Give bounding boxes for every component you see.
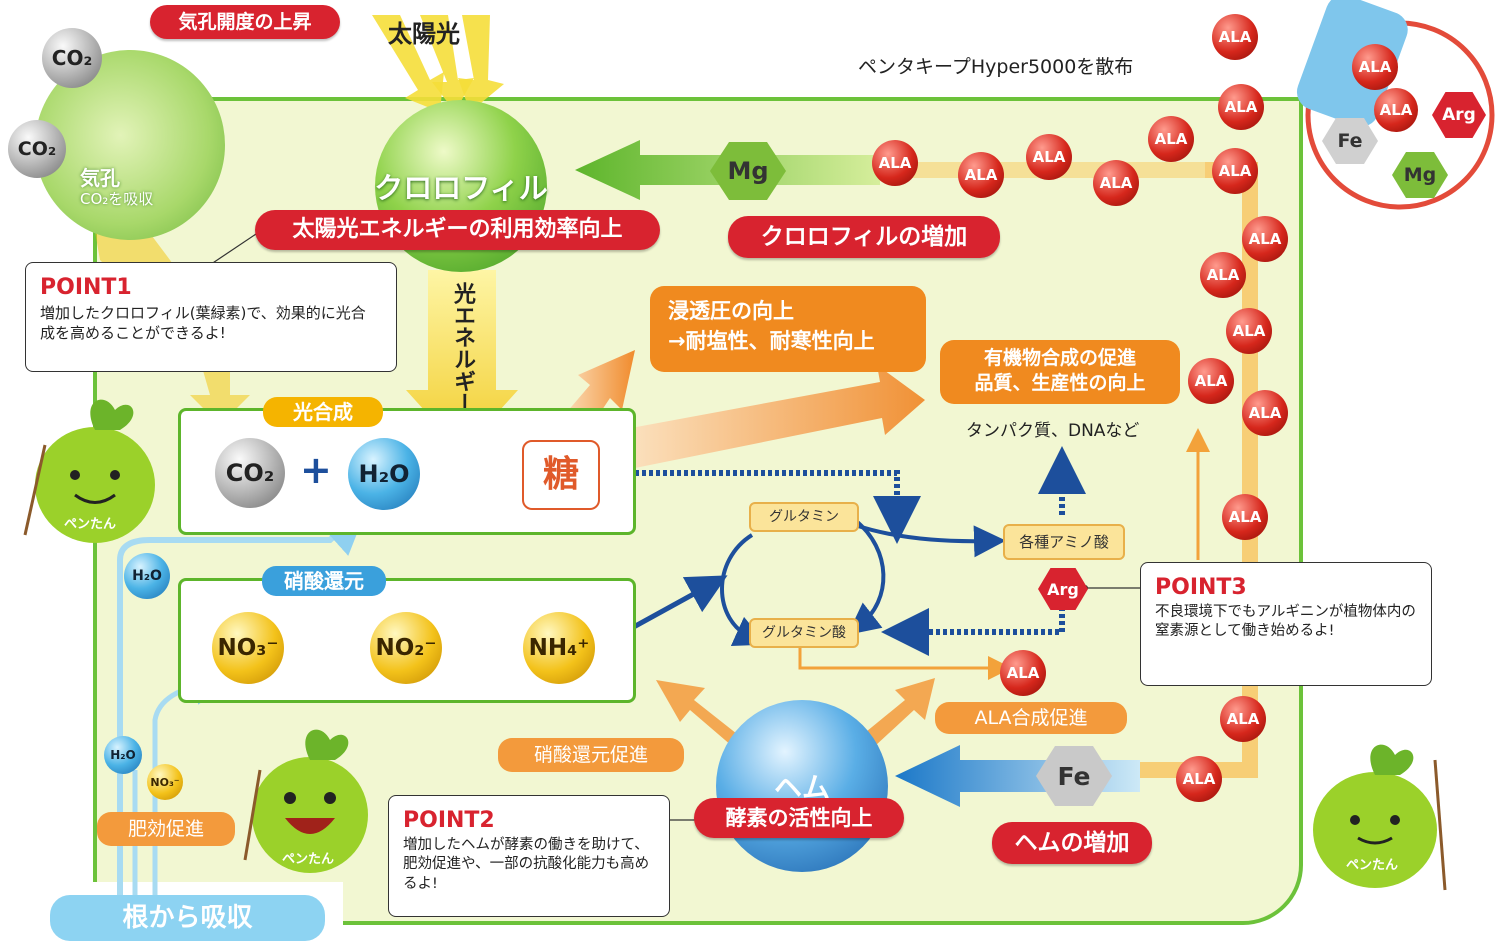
h2o-root-a: H₂O xyxy=(124,553,170,599)
ala-sphere: ALA xyxy=(1222,494,1268,540)
organic-box: 有機物合成の促進 品質、生産性の向上 xyxy=(940,340,1180,404)
ala-sphere: ALA xyxy=(1242,390,1288,436)
mascot-middle-name: ペンたん xyxy=(282,852,335,867)
h2o-root-b: H₂O xyxy=(104,736,142,774)
product-ala: ALA xyxy=(1352,44,1398,90)
co2-reactant: CO₂ xyxy=(215,438,285,508)
no2-sphere: NO₂⁻ xyxy=(370,612,442,684)
arg-hex: Arg xyxy=(1038,568,1088,610)
sunlight-label: 太陽光 xyxy=(388,20,460,48)
spray-label: ペンタキープHyper5000を散布 xyxy=(858,56,1134,78)
heme-sphere: ヘム xyxy=(716,700,888,872)
mg-hex: Mg xyxy=(710,142,786,200)
stomata-opening-tag: 気孔開度の上昇 xyxy=(150,5,340,39)
osmotic-line1: 浸透圧の向上 xyxy=(668,299,794,323)
ala-synthesis-tag: ALA合成促進 xyxy=(935,702,1127,734)
ala-sphere: ALA xyxy=(1212,148,1258,194)
solar-efficiency-tag: 太陽光エネルギーの利用効率向上 xyxy=(255,210,660,250)
ala-sphere: ALA xyxy=(1148,116,1194,162)
mascot-left: ペンたん xyxy=(20,385,170,555)
mascot-left-name: ペンたん xyxy=(64,517,117,532)
ala-sphere: ALA xyxy=(1026,134,1072,180)
ala-sphere: ALA xyxy=(1220,696,1266,742)
root-absorb-tag: 根から吸収 xyxy=(50,895,325,941)
point3-callout: POINT3 不良環境下でもアルギニンが植物体内の窒素源として働き始めるよ! xyxy=(1140,562,1432,686)
osmotic-box: 浸透圧の向上 →耐塩性、耐寒性向上 xyxy=(650,286,926,372)
organic-line2: 品質、生産性の向上 xyxy=(974,371,1146,394)
plus-sign: + xyxy=(300,448,332,492)
ala-sphere: ALA xyxy=(1000,650,1046,696)
ala-sphere: ALA xyxy=(958,152,1004,198)
osmotic-line2: →耐塩性、耐寒性向上 xyxy=(668,329,875,354)
glutamic-acid-box: グルタミン酸 xyxy=(749,618,859,648)
ala-sphere: ALA xyxy=(872,140,918,186)
point3-title: POINT3 xyxy=(1155,575,1247,600)
ala-sphere: ALA xyxy=(1200,252,1246,298)
point3-text: 不良環境下でもアルギニンが植物体内の窒素源として働き始めるよ! xyxy=(1155,603,1416,640)
mascot-middle-icon xyxy=(243,729,368,873)
organic-sub: タンパク質、DNAなど xyxy=(966,421,1140,441)
fertilizer-tag: 肥効促進 xyxy=(97,812,235,846)
ala-sphere: ALA xyxy=(1226,308,1272,354)
product-fe-hex: Fe xyxy=(1322,118,1378,164)
ala-sphere: ALA xyxy=(1188,358,1234,404)
product-mg-hex: Mg xyxy=(1392,152,1448,198)
stomata-sub: CO₂を吸収 xyxy=(80,190,154,208)
mascot-right-name: ペンたん xyxy=(1346,858,1399,873)
no3-root: NO₃⁻ xyxy=(147,764,183,800)
mascot-right: ペンたん xyxy=(1300,720,1450,895)
ala-sphere: ALA xyxy=(1176,756,1222,802)
point2-text: 増加したヘムが酵素の働きを助けて、肥効促進や、一部の抗酸化能力も高めるよ! xyxy=(403,836,650,892)
enzyme-activity-tag: 酵素の活性向上 xyxy=(694,798,904,838)
heme-increase-tag: ヘムの増加 xyxy=(992,822,1152,864)
ala-sphere: ALA xyxy=(1218,84,1264,130)
h2o-reactant: H₂O xyxy=(348,438,420,510)
no3-sphere: NO₃⁻ xyxy=(212,612,284,684)
glutamine-box: グルタミン xyxy=(749,502,859,532)
nitrate-title: 硝酸還元 xyxy=(262,566,386,596)
nitrate-promotion-tag: 硝酸還元促進 xyxy=(498,738,684,772)
point2-callout: POINT2 増加したヘムが酵素の働きを助けて、肥効促進や、一部の抗酸化能力も高… xyxy=(388,795,670,917)
photosynthesis-title: 光合成 xyxy=(263,397,383,427)
co2-sphere-left: CO₂ xyxy=(8,120,66,178)
light-energy-label: 光エネルギー xyxy=(450,282,475,414)
point1-title: POINT1 xyxy=(40,275,132,300)
chlorophyll-increase-tag: クロロフィルの増加 xyxy=(728,216,1000,258)
ala-sphere: ALA xyxy=(1242,216,1288,262)
ala-sphere: ALA xyxy=(1093,160,1139,206)
point1-callout: POINT1 増加したクロロフィル(葉緑素)で、効果的に光合成を高めることができ… xyxy=(25,262,397,372)
mascot-left-icon xyxy=(23,399,155,543)
product-ala-2: ALA xyxy=(1374,88,1418,132)
amino-acids-box: 各種アミノ酸 xyxy=(1003,524,1125,560)
co2-sphere-top: CO₂ xyxy=(42,28,102,88)
point1-text: 増加したクロロフィル(葉緑素)で、効果的に光合成を高めることができるよ! xyxy=(40,303,366,342)
mascot-middle: ペンたん xyxy=(240,710,380,880)
organic-line1: 有機物合成の促進 xyxy=(983,347,1136,369)
nh4-sphere: NH₄⁺ xyxy=(523,612,595,684)
ala-sphere: ALA xyxy=(1212,14,1258,60)
stomata-label: 気孔 xyxy=(80,166,120,190)
point2-title: POINT2 xyxy=(403,808,495,833)
sugar-box: 糖 xyxy=(522,440,600,510)
mascot-right-icon xyxy=(1313,744,1447,891)
